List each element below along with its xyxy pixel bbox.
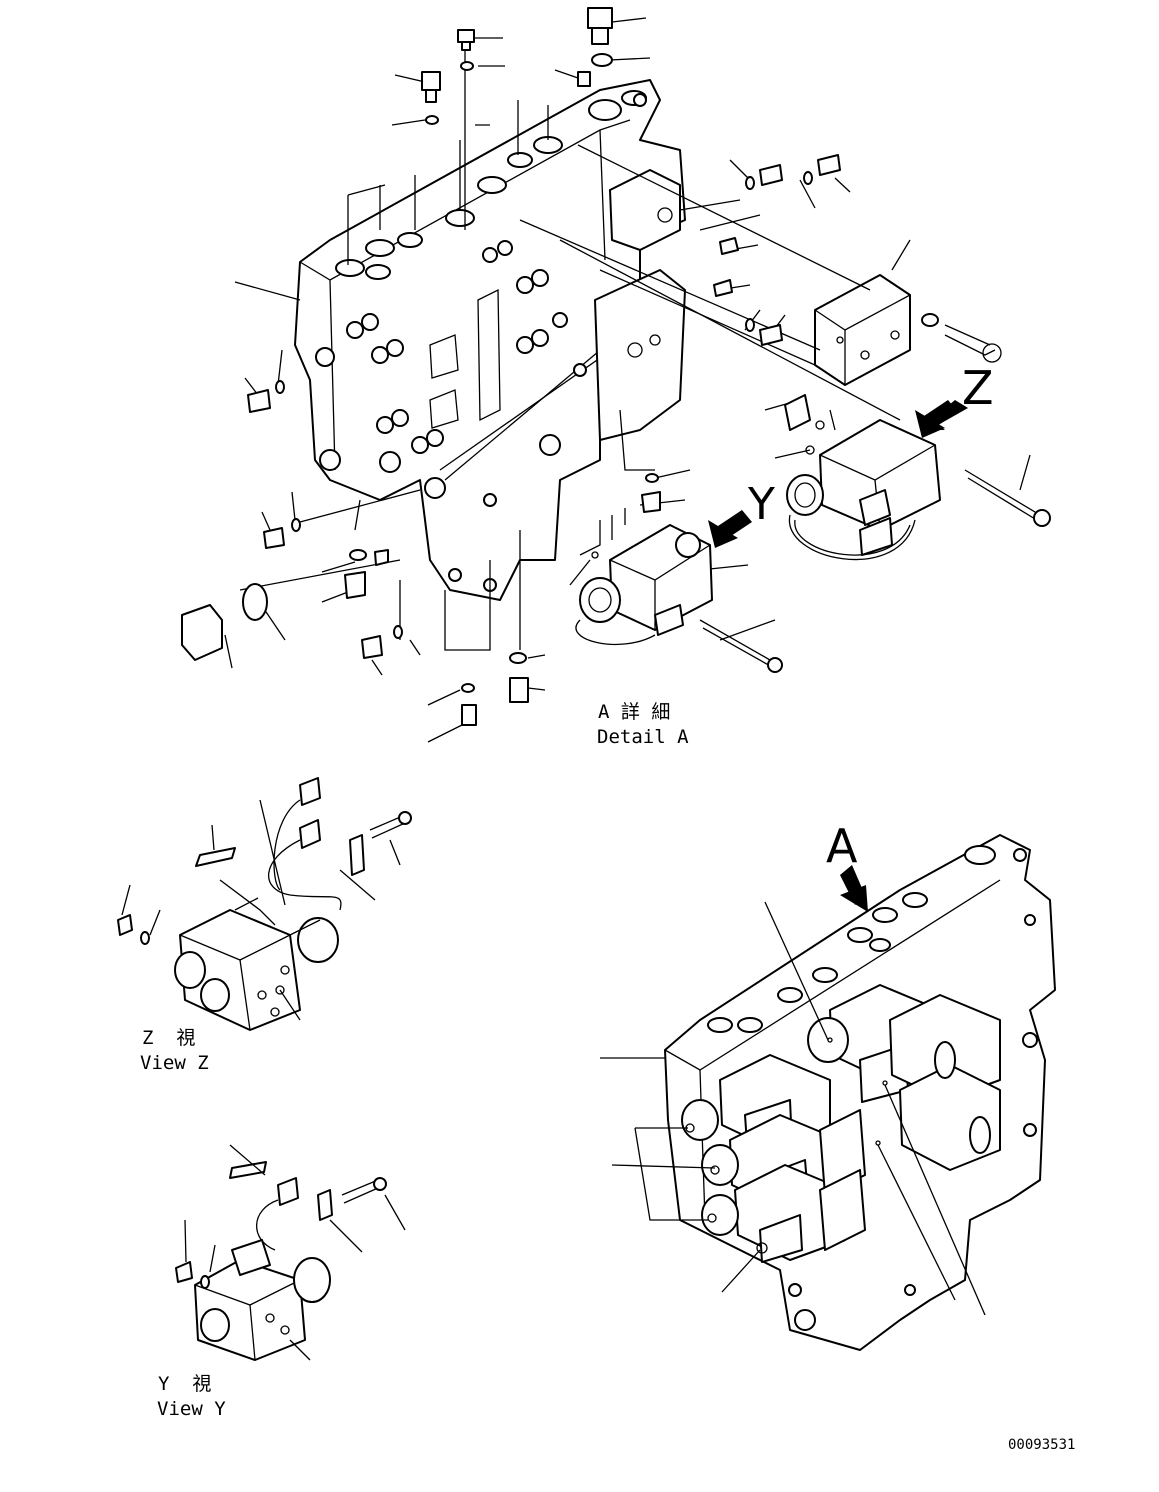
- arrow-a-icon: [840, 865, 868, 912]
- detail-a-drawing: [600, 834, 1056, 1351]
- view-z-label-jp: Z 視: [142, 1027, 196, 1049]
- main-control-valve: [294, 79, 686, 601]
- drawing-number: 00093531: [1008, 1437, 1076, 1453]
- detail-a-label-jp: A 詳 細: [598, 701, 671, 723]
- view-z-label-en: View Z: [140, 1052, 209, 1074]
- view-z-drawing: [117, 777, 412, 1031]
- view-arrow-a-letter: A: [826, 819, 858, 873]
- top-ports: [335, 90, 647, 280]
- solenoid-valve-y: [575, 524, 783, 673]
- detail-a-solenoids: [681, 984, 1001, 1263]
- fasteners-top: [181, 7, 841, 726]
- view-arrow-z-letter: Z: [962, 361, 994, 415]
- solenoid-valve-z: [784, 394, 1051, 561]
- view-y-drawing: [175, 1144, 406, 1361]
- arrow-z-icon: [915, 400, 968, 438]
- view-y-label-en: View Y: [157, 1398, 226, 1420]
- detail-a-label-en: Detail A: [597, 726, 689, 748]
- view-y-label-jp: Y 視: [158, 1373, 212, 1395]
- view-arrow-y-letter: Y: [748, 479, 775, 530]
- arrow-y-icon: [708, 510, 752, 548]
